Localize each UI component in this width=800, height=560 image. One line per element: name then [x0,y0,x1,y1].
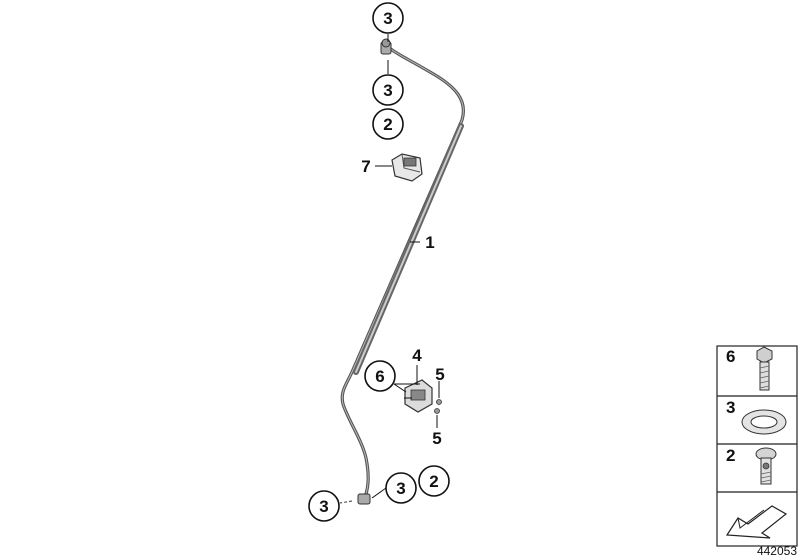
callout-clamp-5-top: 5 [435,365,444,384]
bracket-part [391,153,423,182]
svg-text:1: 1 [425,233,434,252]
bottom-fitting [339,493,371,505]
svg-text:6: 6 [726,347,735,366]
brake-line [340,45,465,502]
callout-clamp-6: 6 [364,360,396,392]
leader-lines [371,34,440,499]
legend-row-bolt: 6 [726,346,773,391]
svg-text:7: 7 [361,157,370,176]
svg-text:6: 6 [375,367,384,386]
svg-text:5: 5 [435,365,444,384]
direction-arrow-icon [725,505,788,539]
svg-text:3: 3 [396,479,405,498]
callout-upper-2: 2 [372,108,404,140]
sealing-ring-icon [741,409,787,435]
svg-text:3: 3 [383,9,392,28]
banjo-bolt-icon [755,447,777,485]
legend-row-banjo-bolt: 2 [726,446,777,485]
svg-text:2: 2 [383,115,392,134]
callout-bottom-2: 2 [418,465,450,497]
svg-text:2: 2 [429,472,438,491]
svg-text:2: 2 [726,446,735,465]
parts-legend: 6 3 2 [716,345,798,547]
reference-number: 442053 [757,544,797,558]
svg-text:5: 5 [432,429,441,448]
svg-text:3: 3 [319,497,328,516]
svg-text:3: 3 [726,398,735,417]
callout-bottom-3: 3 [385,472,417,504]
callout-line-1: 1 [425,233,434,252]
callout-top-3: 3 [372,2,404,34]
legend-row-sealing-ring: 3 [726,398,787,435]
callout-bracket-7: 7 [361,157,370,176]
svg-text:4: 4 [412,346,422,365]
callout-clamp-4: 4 [412,346,422,365]
callout-upper-3: 3 [372,74,404,106]
bolt-icon [756,346,773,391]
clamp-assembly [404,379,442,414]
top-fitting [380,38,392,55]
callout-bottom-left-3: 3 [308,490,340,522]
svg-text:3: 3 [383,81,392,100]
callout-clamp-5-bottom: 5 [432,429,441,448]
